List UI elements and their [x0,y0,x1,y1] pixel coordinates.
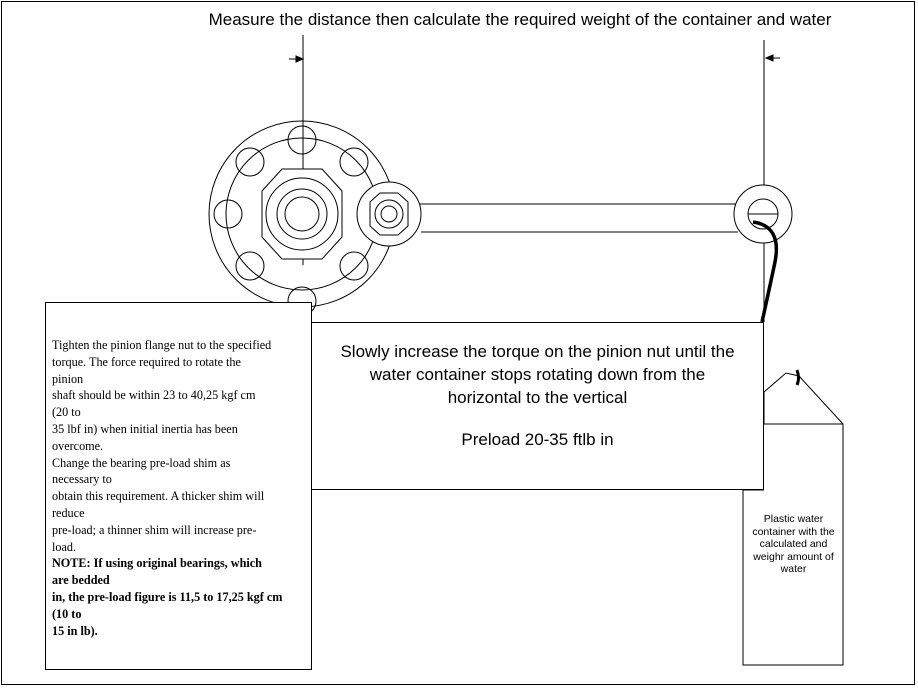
note-line: obtain this requirement. A thicker shim … [52,489,265,504]
procedure-note-box: Tighten the pinion flange nut to the spe… [45,302,312,670]
note-line: shaft should be within 23 to 40,25 kgf c… [52,388,256,403]
note-line: Tighten the pinion flange nut to the spe… [52,338,272,352]
water-container-icon [742,369,844,666]
container-label-line: container with the [752,525,835,538]
note-line: reduce [52,505,85,520]
note-line: Change the bearing pre-load shim as [52,455,231,470]
warning-note-line: 15 in lb). [52,623,98,638]
note-line: load. [52,539,77,554]
dimension-line-right [763,40,780,322]
note-line: pinion [52,371,84,386]
diagram-title: Measure the distance then calculate the … [208,10,832,29]
note-line: torque. The force required to rotate the [52,354,241,369]
note-line: 35 lbf in) when initial inertia has been [52,421,238,436]
lever-arm-icon [420,184,793,244]
note-line: overcome. [52,438,104,453]
warning-note-line: in, the pre-load figure is 11,5 to 17,25… [52,589,283,604]
instruction-line: horizontal to the vertical [447,388,628,407]
warning-note-line: are bedded [52,573,110,588]
warning-note-line: NOTE: If using original bearings, which [52,556,262,571]
warning-note-line: (10 to [52,606,82,621]
pinion-nut-icon [261,168,343,260]
note-line: necessary to [52,472,112,487]
container-label-line: water [780,563,807,575]
note-line: pre-load; a thinner shim will increase p… [52,522,257,537]
container-label-line: Plastic water [763,513,824,525]
socket-icon [356,181,422,247]
note-line: (20 to [52,405,81,420]
hanging-cord [752,220,778,323]
container-label-line: calculated and [759,538,828,550]
instruction-line: Slowly increase the torque on the pinion… [340,342,735,361]
container-label-line: weighr amount of [753,550,834,563]
instruction-box: Slowly increase the torque on the pinion… [311,322,764,490]
instruction-line: water container stops rotating down from… [369,365,706,384]
preload-spec: Preload 20-35 ftlb in [461,430,614,449]
water-container-label: Plastic water container with the calcula… [744,513,843,576]
